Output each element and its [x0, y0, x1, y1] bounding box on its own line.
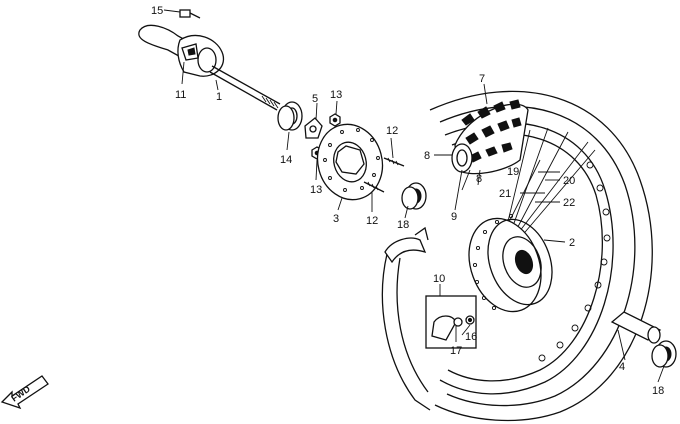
fwd-arrow: FWD	[0, 375, 49, 410]
part-label-1: 1	[216, 91, 222, 103]
part-label-2: 2	[569, 237, 575, 249]
hub	[468, 213, 553, 313]
part-label-7: 7	[479, 73, 485, 85]
leader-lines	[163, 9, 665, 383]
stud-lower	[363, 181, 385, 193]
lock-washer	[304, 117, 323, 139]
rim	[439, 122, 614, 395]
part-label-11: 11	[175, 89, 186, 101]
tire	[381, 90, 653, 422]
part-label-9: 9	[451, 211, 457, 223]
part-label-22: 22	[563, 197, 575, 209]
part-label-18-lower: 18	[652, 385, 664, 397]
bearing-lower	[651, 340, 677, 368]
bolt	[179, 9, 201, 19]
part-label-10: 10	[433, 273, 445, 285]
part-label-5: 5	[312, 93, 318, 105]
bearing-upper	[401, 182, 427, 210]
gearbox-callout	[425, 295, 477, 349]
part-label-16: 16	[465, 331, 477, 343]
part-label-13-lower: 13	[310, 184, 322, 196]
nut-upper	[329, 113, 341, 127]
axle	[138, 24, 281, 111]
part-label-21: 21	[499, 188, 511, 200]
part-label-19: 19	[507, 166, 519, 178]
part-label-17: 17	[450, 345, 462, 357]
part-label-12-lower: 12	[366, 215, 378, 227]
brake-disc	[316, 123, 384, 201]
part-label-8-right: 8	[476, 173, 482, 185]
part-labels: 15 11 1 14 5 13 13 12 12 3 18 7 8 8 9 19…	[151, 5, 664, 397]
oil-seal	[277, 101, 303, 131]
part-label-4: 4	[619, 361, 625, 373]
part-label-14: 14	[280, 154, 292, 166]
tread-section	[451, 99, 529, 191]
part-label-15: 15	[151, 5, 163, 17]
distance-collar	[610, 311, 662, 344]
stud-upper	[383, 157, 405, 167]
part-label-3: 3	[333, 213, 339, 225]
part-label-18-upper: 18	[397, 219, 409, 231]
part-label-12-upper: 12	[386, 125, 398, 137]
part-label-8-left: 8	[424, 150, 430, 162]
part-label-13-upper: 13	[330, 89, 342, 101]
wire-leads	[520, 171, 560, 203]
part-label-20: 20	[563, 175, 575, 187]
